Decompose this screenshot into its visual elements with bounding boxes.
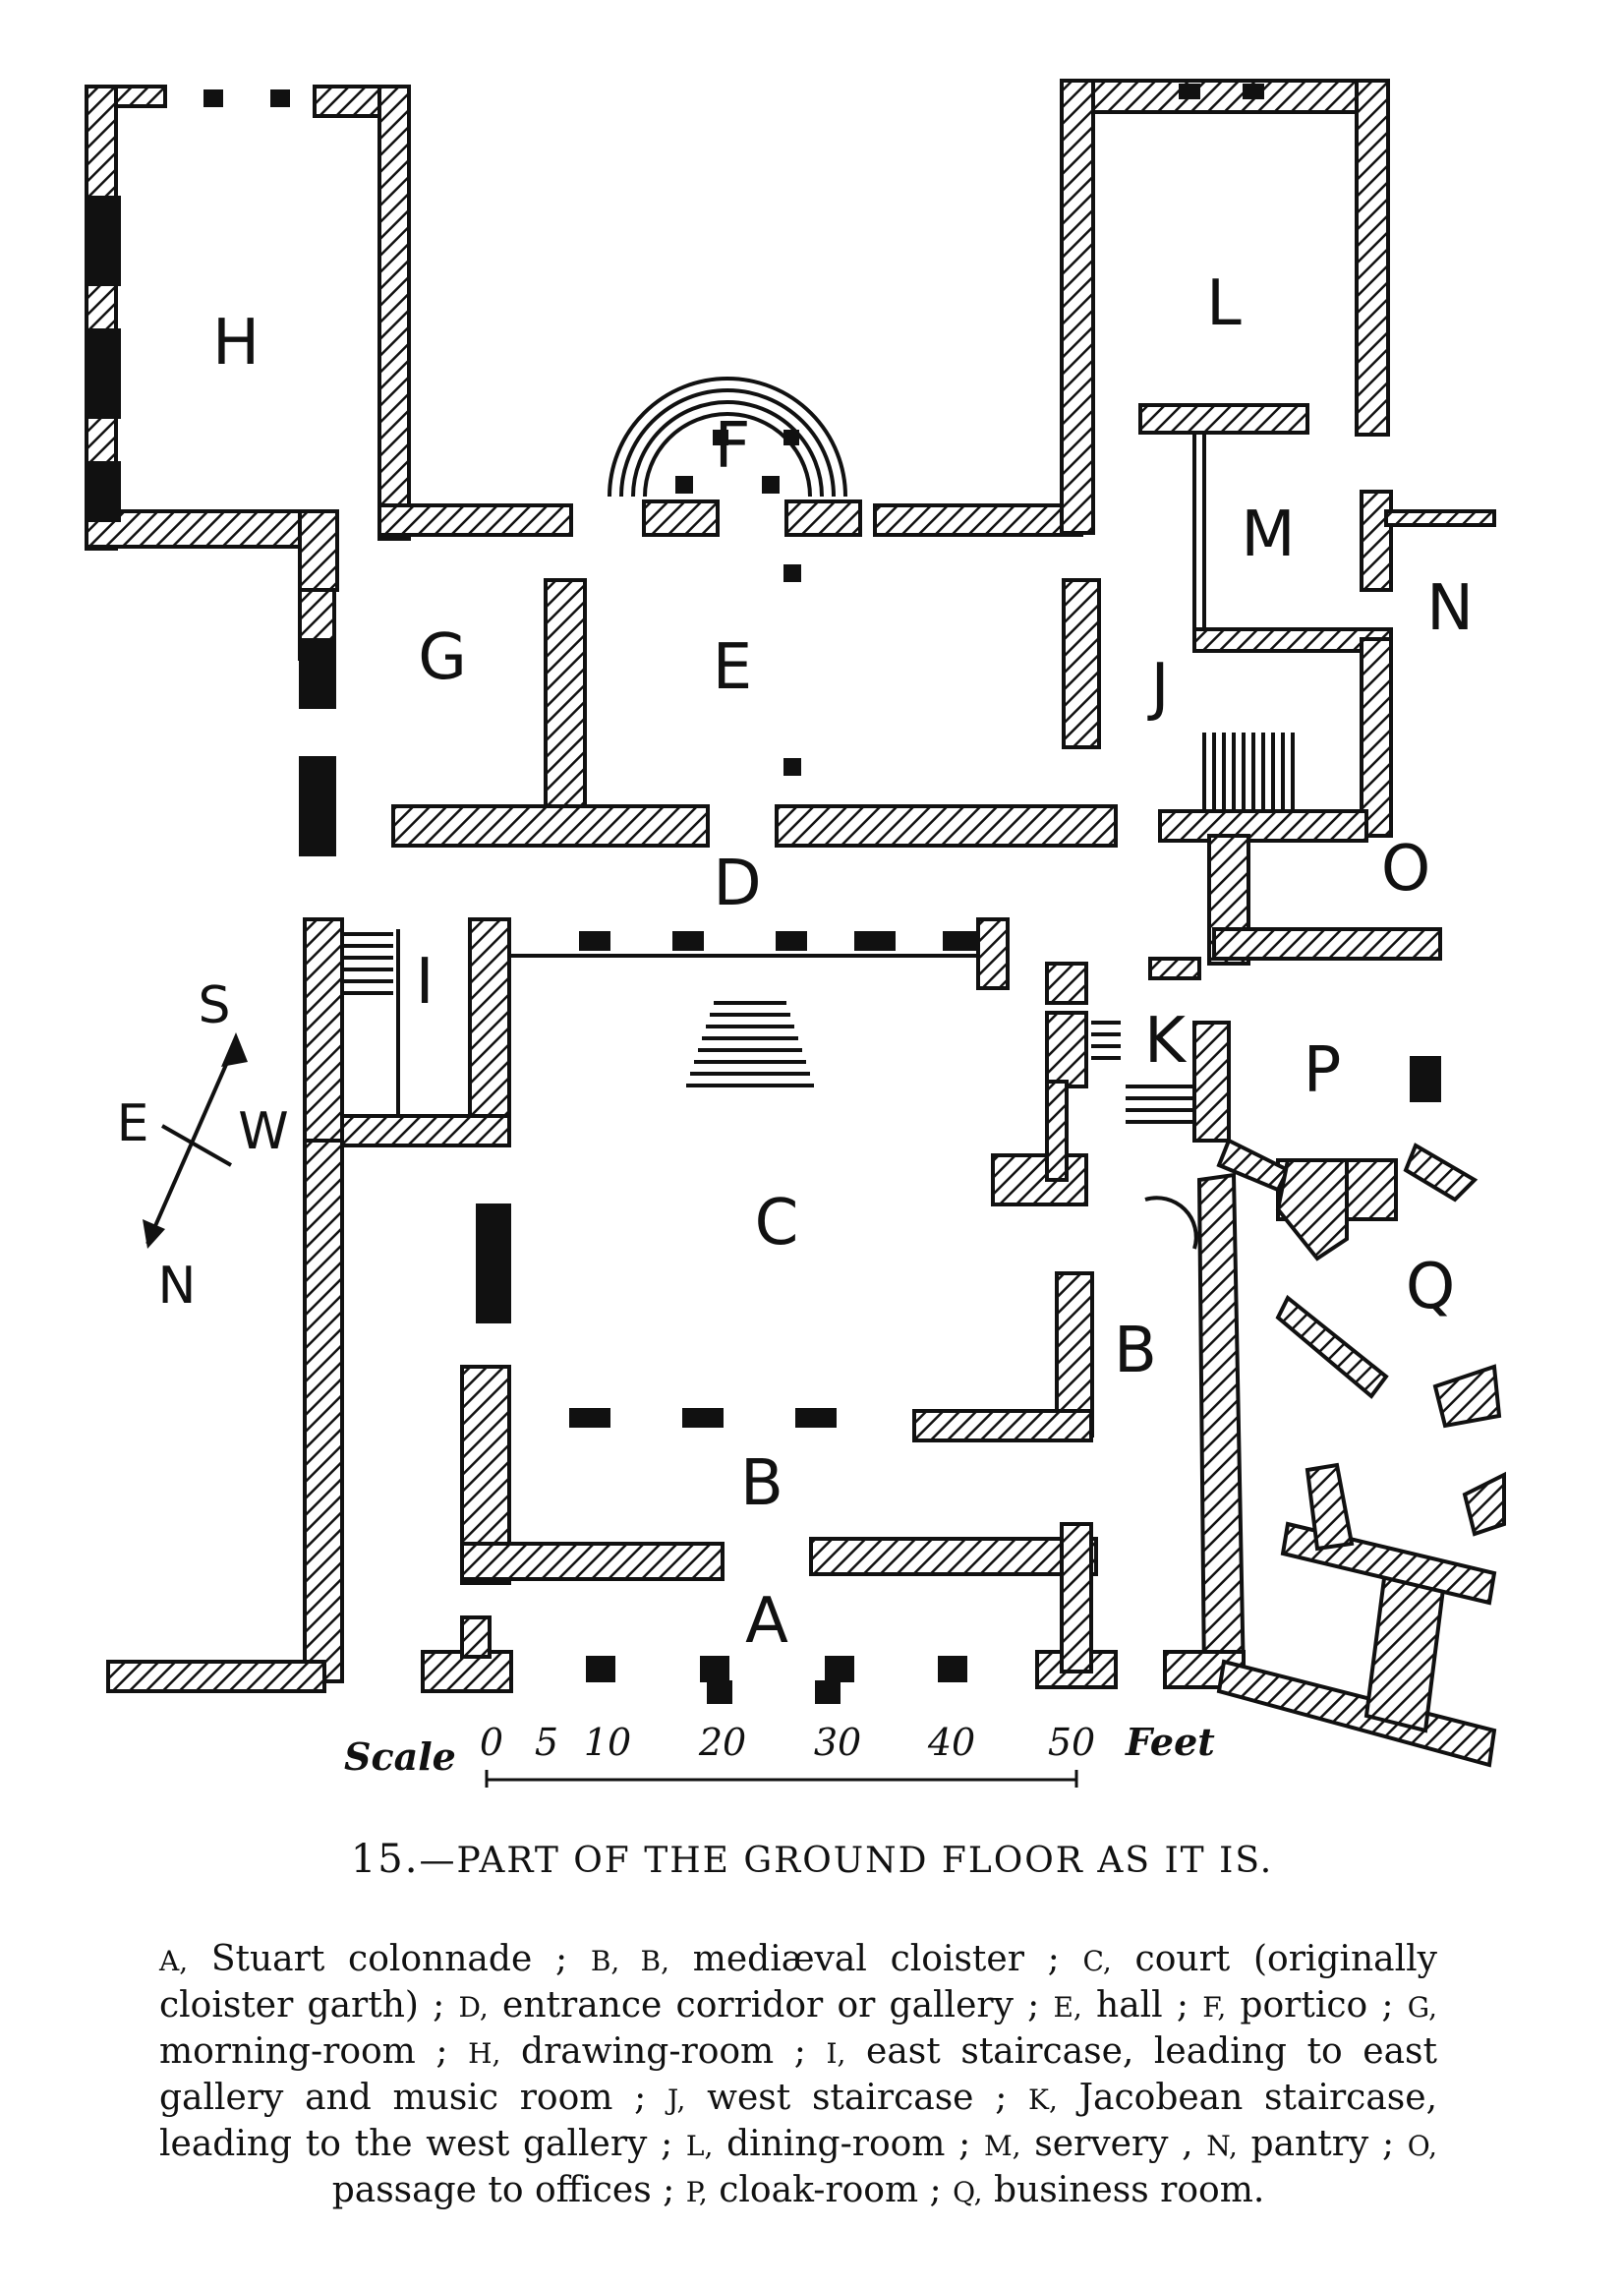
- key-letter-i: I,: [826, 2037, 846, 2070]
- key-text-i: east staircase, leading to east gallery …: [159, 2031, 1437, 2118]
- key-text-k: Jacobean staircase, leading to the west …: [159, 2078, 1438, 2164]
- key-letter-b: B, B,: [590, 1945, 669, 1977]
- scale-tick-10: 10: [584, 1721, 631, 1764]
- key-letter-n: N,: [1206, 2130, 1238, 2162]
- room-label-h: H: [212, 307, 260, 380]
- room-labels: H L F M N G E J D O I K P C Q B B A: [212, 267, 1474, 1658]
- key-letter-e: E,: [1053, 1991, 1082, 2024]
- key-letter-k: K,: [1028, 2084, 1058, 2116]
- room-label-m: M: [1241, 499, 1295, 571]
- room-label-n: N: [1426, 572, 1474, 645]
- key-letter-a: A,: [159, 1945, 189, 1977]
- key-letter-c: C,: [1082, 1945, 1112, 1977]
- key-letter-p: P,: [685, 2176, 708, 2208]
- key-text-d: entrance corridor or gallery ;: [488, 1985, 1054, 2025]
- room-label-o: O: [1381, 833, 1430, 906]
- key-text-h: drawing-room ;: [500, 2031, 827, 2072]
- room-label-b-south: B: [740, 1447, 783, 1520]
- key-letter-h: H,: [468, 2037, 501, 2070]
- room-label-l: L: [1206, 267, 1242, 340]
- room-label-e: E: [713, 631, 752, 704]
- key-text-g: morning-room ;: [159, 2031, 469, 2072]
- figure-key: A, Stuart colonnade ; B, B, mediæval clo…: [159, 1937, 1437, 2214]
- room-label-a: A: [745, 1585, 788, 1658]
- key-text-e: hall ;: [1081, 1985, 1203, 2025]
- scale-tick-30: 30: [814, 1721, 861, 1764]
- key-text-o: passage to offices ;: [331, 2170, 686, 2210]
- key-text-a: Stuart colonnade ;: [188, 1939, 591, 1979]
- room-label-q: Q: [1406, 1251, 1455, 1323]
- room-label-i: I: [416, 946, 435, 1019]
- scale-tick-0: 0: [480, 1721, 503, 1764]
- scale-tick-20: 20: [698, 1721, 746, 1764]
- compass-label-s: S: [198, 976, 230, 1035]
- room-label-b-east: B: [1114, 1315, 1157, 1387]
- scale-tick-5: 5: [535, 1721, 558, 1764]
- key-letter-m: M,: [983, 2130, 1021, 2162]
- figure-caption-title: 15.—PART OF THE GROUND FLOOR AS IT IS.: [0, 1837, 1624, 1882]
- figure-number: 15.: [350, 1837, 420, 1882]
- compass-label-w: W: [238, 1102, 288, 1161]
- room-label-k: K: [1144, 1005, 1188, 1078]
- key-text-b: mediæval cloister ;: [668, 1939, 1083, 1979]
- room-label-d: D: [713, 848, 761, 920]
- room-label-f: F: [715, 410, 751, 483]
- key-letter-d: D,: [458, 1991, 489, 2024]
- key-text-l: dining-room ;: [713, 2124, 984, 2164]
- key-letter-g: G,: [1407, 1991, 1437, 2024]
- key-text-n: pantry ;: [1237, 2124, 1408, 2164]
- compass-label-n: N: [158, 1257, 197, 1316]
- key-letter-q: Q,: [953, 2176, 983, 2208]
- scale-bar: Scale 0 5 10 20 30 40 50 Feet: [344, 1720, 1215, 1788]
- plan-walls: [85, 79, 1506, 1768]
- room-label-p: P: [1304, 1034, 1342, 1107]
- room-label-c: C: [755, 1187, 799, 1260]
- key-text-c: court (originally cloister garth) ;: [159, 1939, 1437, 2025]
- key-letter-l: L,: [685, 2130, 714, 2162]
- key-text-q: business room.: [982, 2170, 1265, 2210]
- key-letter-j: J,: [667, 2084, 686, 2116]
- room-label-j: J: [1147, 651, 1170, 724]
- floor-plan: H L F M N G E J D O I K P C Q B B A S E …: [85, 79, 1506, 1788]
- scale-unit: Feet: [1125, 1720, 1215, 1764]
- room-label-g: G: [418, 621, 467, 694]
- key-text-f: portico ;: [1226, 1985, 1408, 2025]
- key-text-j: west staircase ;: [685, 2078, 1029, 2118]
- key-letter-f: F,: [1202, 1991, 1227, 2024]
- scale-label: Scale: [344, 1734, 456, 1779]
- scale-tick-50: 50: [1048, 1721, 1095, 1764]
- key-text-m: servery ,: [1020, 2124, 1207, 2164]
- scale-tick-40: 40: [927, 1721, 975, 1764]
- figure-title: —PART OF THE GROUND FLOOR AS IT IS.: [419, 1841, 1274, 1881]
- key-letter-o: O,: [1407, 2130, 1437, 2162]
- key-text-p: cloak-room ;: [707, 2170, 954, 2210]
- compass-label-e: E: [117, 1094, 149, 1153]
- compass-rose: S E W N: [117, 976, 289, 1316]
